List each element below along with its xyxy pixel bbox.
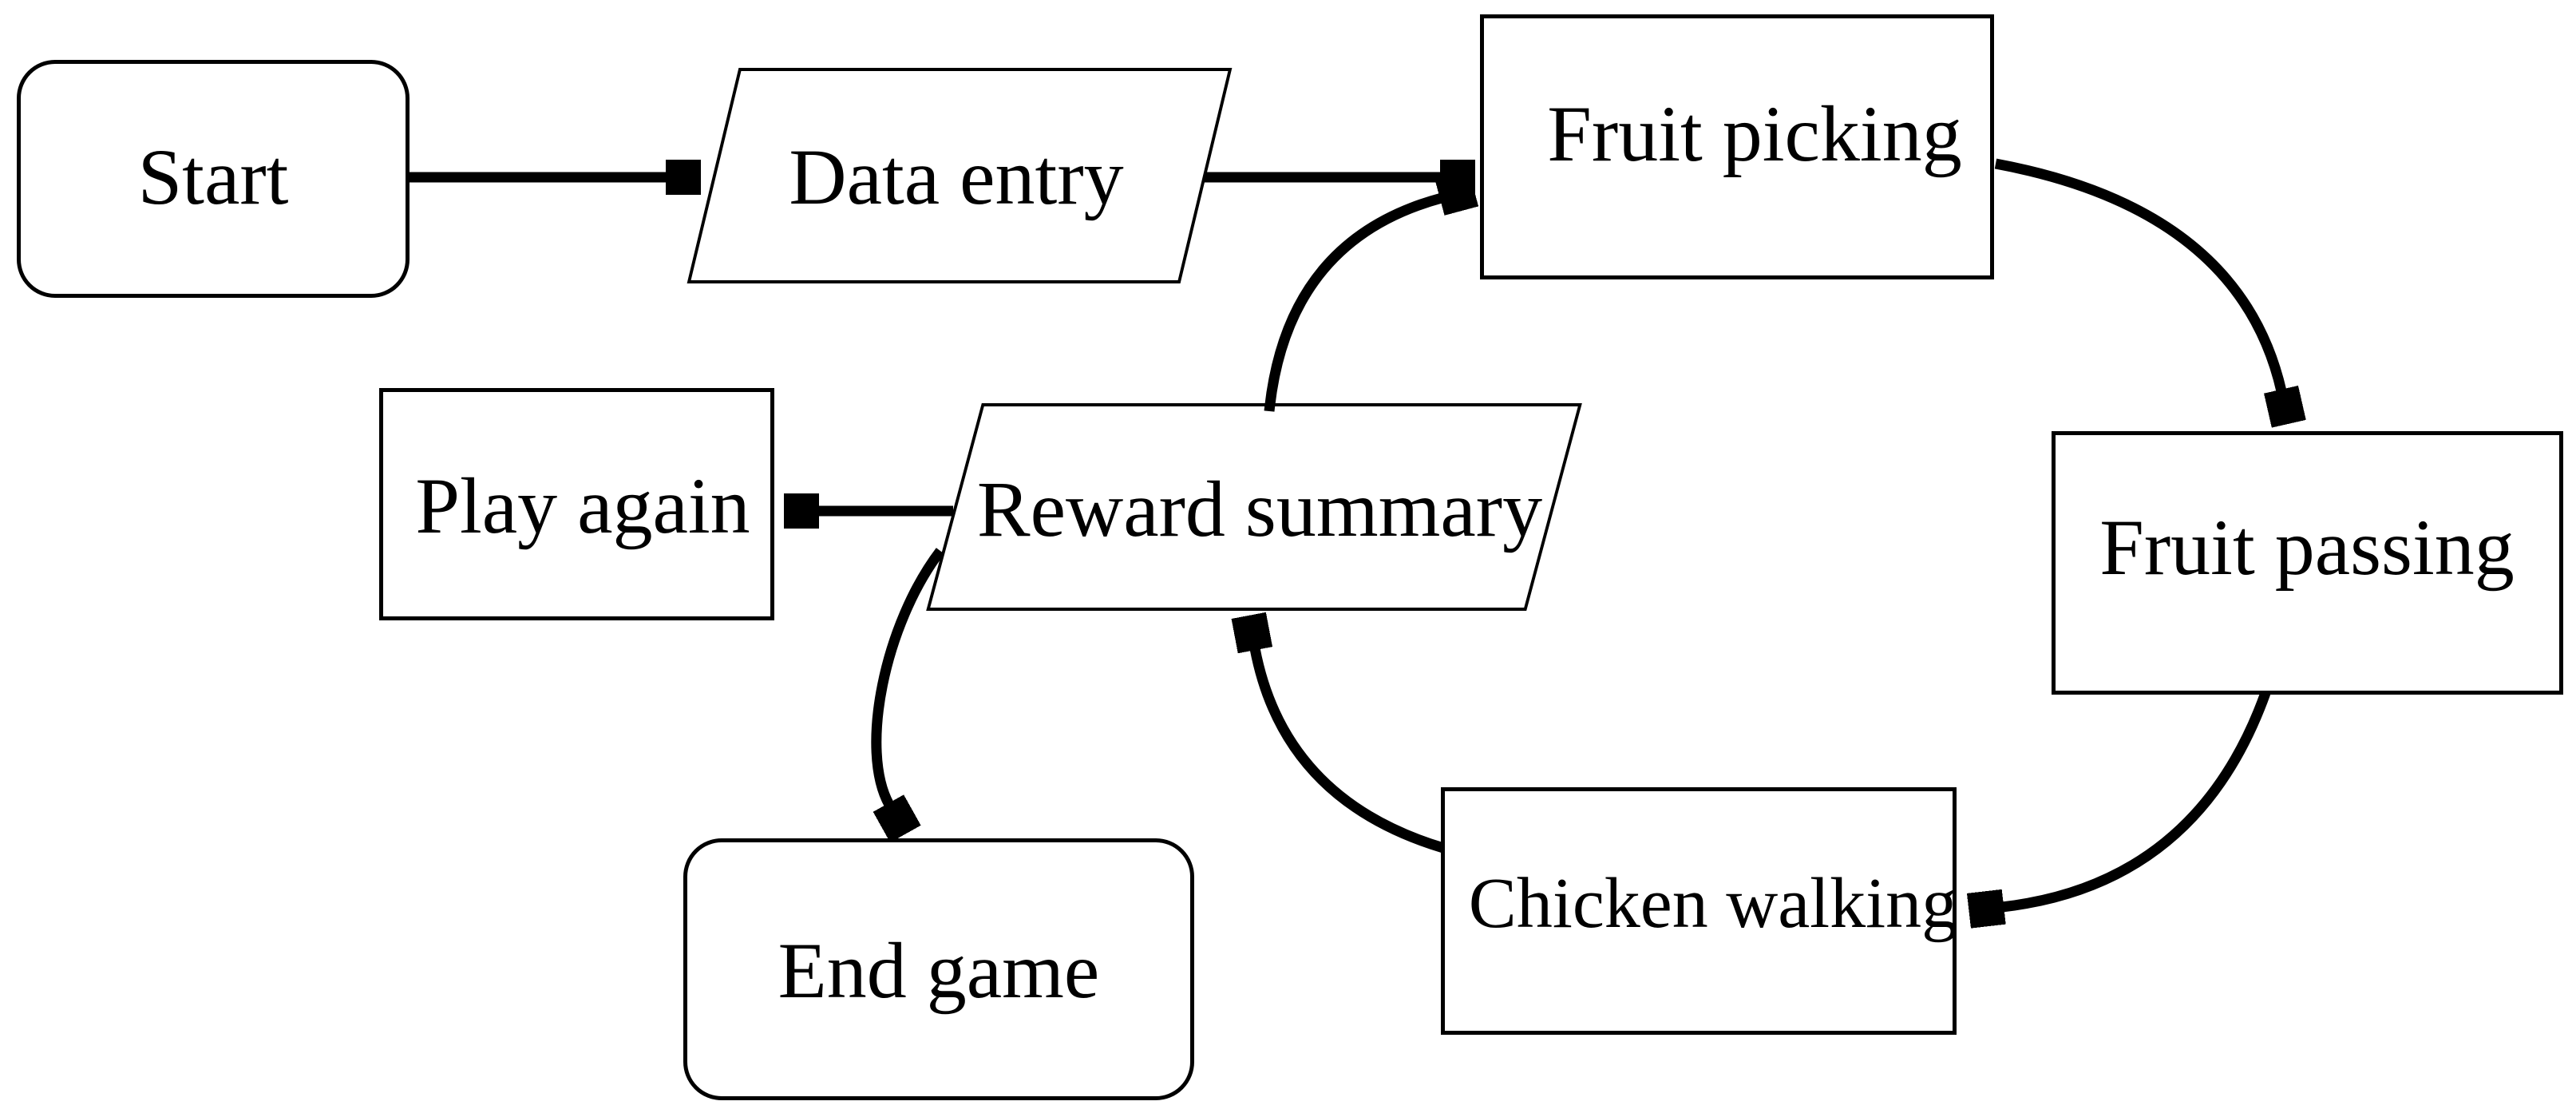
node-chicken-walking-label: Chicken walking [1468,864,1958,943]
node-play-again [379,388,774,620]
arrow-chicken-walking-to-reward-summary [1255,648,1445,854]
node-fruit-picking [1480,14,1994,279]
node-data-entry-label: Data entry [789,133,1124,221]
node-start [17,60,410,298]
node-fruit-passing [2052,431,2563,695]
node-start-label: Start [137,133,289,221]
node-end-game-label: End game [778,926,1100,1015]
arrow-reward-summary-to-end-game [871,548,945,805]
arrow-fruit-passing-to-chicken-walking [2002,691,2271,907]
node-fruit-picking-label: Fruit picking [1547,89,1962,178]
node-chicken-walking [1441,787,1957,1035]
arrow-reward-summary-to-fruit-picking [1264,198,1442,412]
arrow-fruit-picking-to-fruit-passing [1994,158,2281,391]
node-fruit-passing-label: Fruit passing [2099,503,2515,592]
node-play-again-label: Play again [415,461,750,550]
node-end-game [683,838,1194,1100]
node-reward-summary-label: Reward summary [976,465,1543,553]
